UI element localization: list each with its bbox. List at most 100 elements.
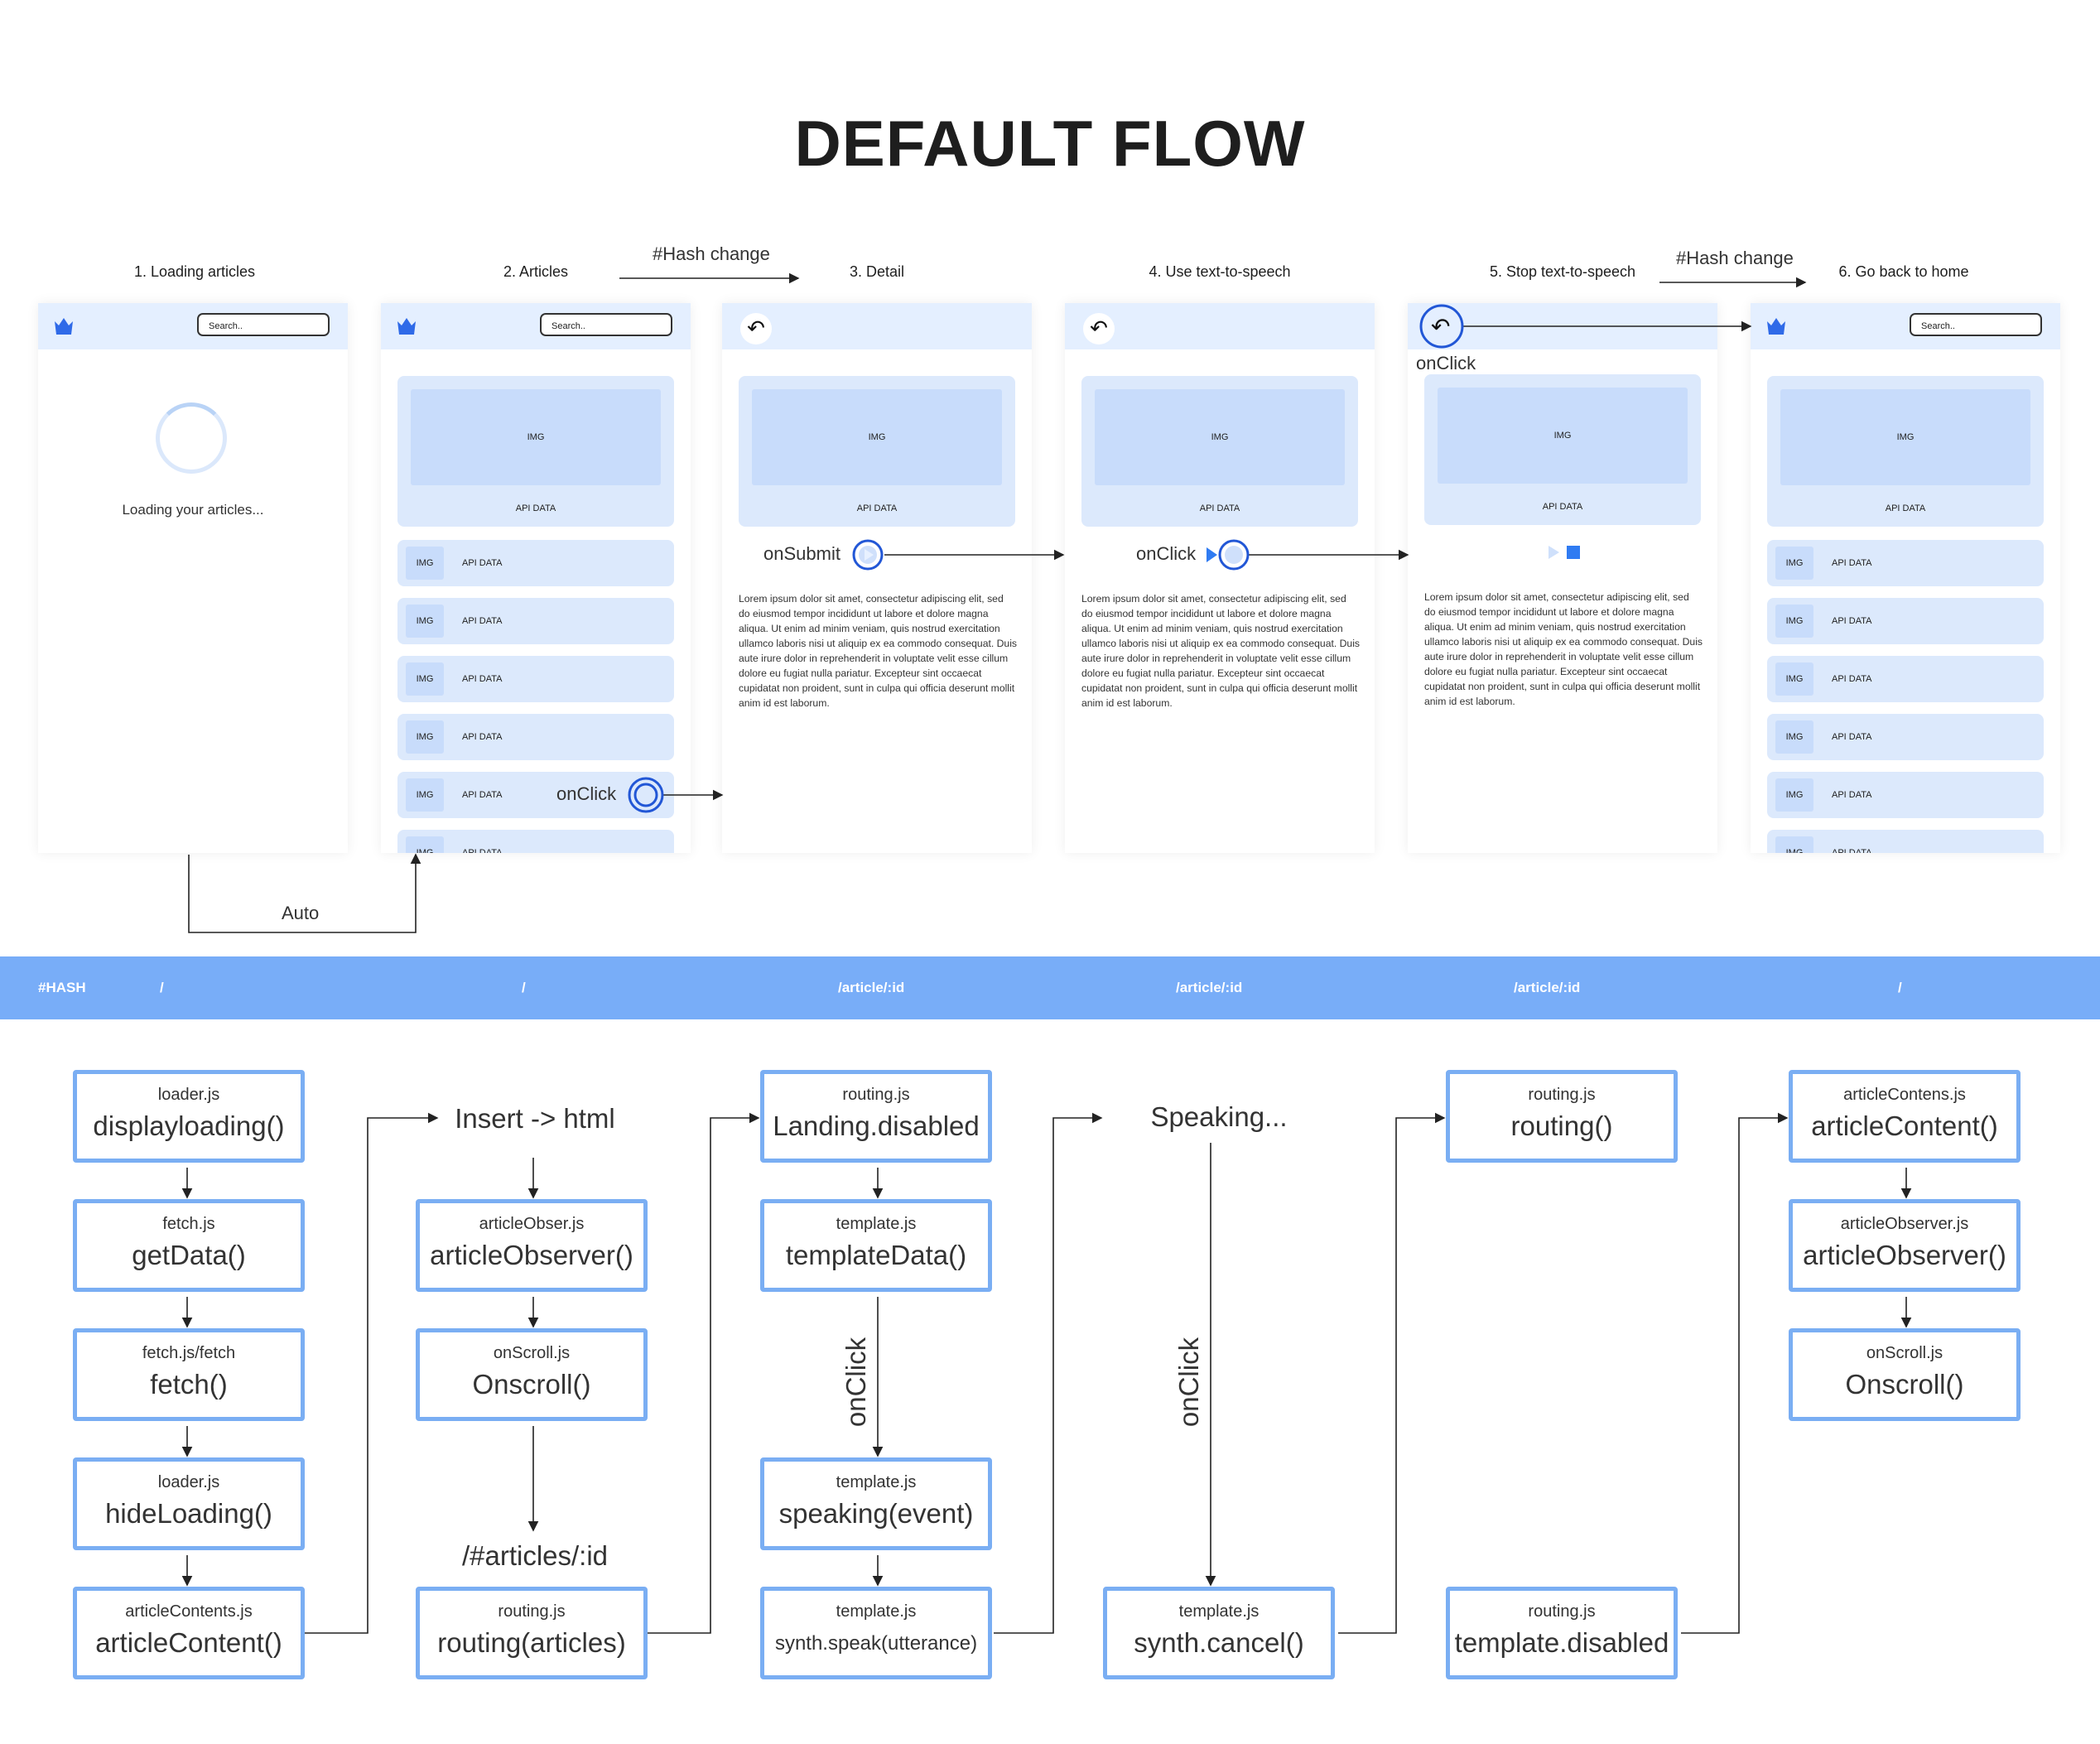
flow-text: Speaking... — [1150, 1101, 1288, 1132]
file-name: template.js — [836, 1215, 917, 1233]
article-data: API DATA — [462, 558, 503, 568]
search-input[interactable]: Search.. — [540, 313, 672, 336]
featured-article[interactable]: IMG API DATA — [397, 376, 674, 527]
article-body: Lorem ipsum dolor sit amet, consectetur … — [1424, 591, 1703, 707]
hash-route: / — [160, 980, 164, 995]
flow-box: fetch.js/fetch fetch() — [73, 1328, 305, 1421]
function-name: synth.cancel() — [1134, 1627, 1304, 1658]
article-image: IMG — [1775, 547, 1813, 580]
article-image: IMG — [406, 662, 444, 696]
article-image: IMG — [1775, 720, 1813, 754]
search-input[interactable]: Search.. — [197, 313, 330, 336]
file-name: template.js — [836, 1602, 917, 1621]
flow-box: template.js synth.cancel() — [1103, 1587, 1335, 1679]
file-name: loader.js — [157, 1473, 220, 1491]
article-image: IMG — [1775, 662, 1813, 696]
flow-box: template.js synth.speak(utterance) — [760, 1587, 992, 1679]
article-image: IMG — [752, 389, 1002, 485]
article-body: Lorem ipsum dolor sit amet, consectetur … — [739, 593, 1018, 709]
back-arrow-icon[interactable]: ↶ — [1083, 313, 1115, 344]
onclick-label: onClick — [1173, 1337, 1204, 1428]
file-name: fetch.js — [162, 1215, 215, 1233]
flow-text: /#articles/:id — [461, 1540, 609, 1571]
article-image: IMG — [406, 778, 444, 812]
function-name: fetch() — [150, 1369, 228, 1400]
screen-label-2: 2. Articles — [503, 263, 569, 280]
article-data: API DATA — [462, 732, 503, 742]
back-arrow-icon[interactable]: ↶ — [740, 313, 772, 344]
app-header: ↶ — [1065, 303, 1375, 349]
search-input[interactable]: Search.. — [1910, 313, 2042, 336]
list-item[interactable]: IMG API DATA — [397, 598, 674, 644]
article-data: API DATA — [1199, 503, 1240, 513]
flow-box: routing.js template.disabled — [1446, 1587, 1678, 1679]
article-data: API DATA — [462, 616, 503, 626]
list-item[interactable]: IMG API DATA — [1767, 540, 2044, 586]
file-name: fetch.js/fetch — [142, 1344, 236, 1362]
function-name: speaking(event) — [778, 1498, 974, 1529]
article-data: API DATA — [462, 674, 503, 684]
function-name: articleContent() — [95, 1627, 282, 1658]
function-name: template.disabled — [1454, 1627, 1669, 1658]
function-name: Onscroll() — [472, 1369, 591, 1400]
auto-label: Auto — [282, 903, 320, 923]
screen-label-3: 3. Detail — [849, 263, 905, 280]
article-data: API DATA — [1885, 503, 1926, 513]
file-name: template.js — [1178, 1602, 1260, 1621]
list-item[interactable]: IMG API DATA — [397, 714, 674, 760]
article-image: IMG — [406, 720, 444, 754]
list-item[interactable]: IMG API DATA — [1767, 656, 2044, 702]
function-name: templateData() — [785, 1240, 967, 1270]
function-name: Onscroll() — [1845, 1369, 1964, 1400]
screen-detail: ↶ IMG API DATA Lorem ipsum dolor sit ame… — [722, 303, 1032, 853]
article-image: IMG — [406, 605, 444, 638]
app-header: Search.. — [38, 303, 348, 349]
function-name: articleObserver() — [430, 1240, 633, 1270]
page-title: DEFAULT FLOW — [794, 107, 1306, 180]
function-name: synth.speak(utterance) — [774, 1632, 978, 1655]
article-data: API DATA — [462, 848, 503, 853]
article-image: IMG — [411, 389, 661, 485]
screen-label-4: 4. Use text-to-speech — [1149, 263, 1291, 280]
onclick-label: onClick — [840, 1337, 871, 1428]
screen-home: Search.. IMG API DATA IMG API DATA IMG API… — [1751, 303, 2060, 853]
logo-icon — [55, 318, 73, 335]
flow-box: template.js templateData() — [760, 1199, 992, 1292]
article-hero: IMG API DATA — [1424, 374, 1701, 525]
article-image: IMG — [1775, 778, 1813, 812]
featured-article[interactable]: IMG API DATA — [1767, 376, 2044, 527]
function-name: articleContent() — [1811, 1110, 1998, 1141]
file-name: routing.js — [842, 1086, 910, 1104]
function-name: hideLoading() — [105, 1498, 272, 1529]
onsubmit-label: onSubmit — [763, 543, 840, 564]
article-data: API DATA — [1832, 558, 1872, 568]
loading-spinner-icon — [156, 402, 227, 474]
hash-change-label: #Hash change — [653, 243, 770, 264]
app-header: ↶ — [722, 303, 1032, 349]
logo-icon — [397, 318, 416, 335]
article-data: API DATA — [1832, 674, 1872, 684]
article-hero: IMG API DATA — [739, 376, 1015, 527]
list-item[interactable]: IMG API DATA — [397, 656, 674, 702]
play-stop-icons[interactable] — [1547, 543, 1580, 561]
file-name: routing.js — [1528, 1602, 1596, 1621]
function-name: Landing.disabled — [773, 1110, 980, 1141]
file-name: routing.js — [1528, 1086, 1596, 1104]
hash-change-label: #Hash change — [1676, 248, 1794, 268]
